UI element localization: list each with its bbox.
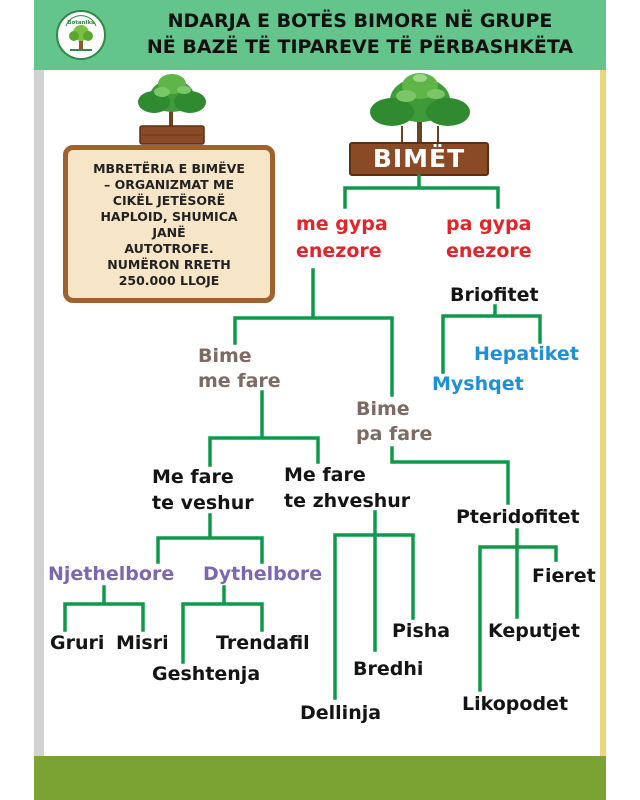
pteridophytes-label: Pteridofitet [456,505,580,530]
bryophytes-label: Briofitet [450,283,539,308]
juniper-label: Dellinja [300,701,381,726]
gymnosperms-label-1: Me fare [284,463,366,488]
angiosperms-label-1: Me fare [152,465,234,490]
without-vessels-label-1: pa gypa [446,212,531,237]
dicots-label: Dythelbore [203,562,322,587]
without-vessels-label-2: enezore [446,239,532,264]
seedless-plants-label-2: pa fare [356,422,432,447]
with-vessels-label-2: enezore [296,239,382,264]
liverworts-label: Hepatiket [474,342,579,367]
horsetails-label: Keputjet [488,619,580,644]
with-vessels-label-1: me gypa [296,212,388,237]
angiosperm-split-connector [158,515,262,562]
rose-label: Trendafil [216,631,310,656]
seed-split-connector [210,392,318,465]
seed-plants-label-2: me fare [198,369,281,394]
angiosperms-label-2: te veshur [152,491,254,516]
corn-label: Misri [116,631,169,656]
mosses-label: Myshqet [432,372,524,397]
monocots-label: Njethelbore [48,562,174,587]
fir-label: Bredhi [353,657,423,682]
seedless-plants-label-1: Bime [356,397,410,422]
wheat-label: Gruri [50,631,104,656]
chestnut-label: Geshtenja [152,662,260,687]
pine-label: Pisha [392,619,450,644]
ferns-label: Fieret [532,564,596,589]
clubmosses-label: Likopodet [462,692,568,717]
pteridophyte-split-connector [480,530,556,690]
gymnosperms-label-2: te zhveshur [284,489,410,514]
seed-plants-label-1: Bime [198,344,252,369]
root-split-connector [345,176,498,207]
monocot-split-connector [65,587,143,630]
